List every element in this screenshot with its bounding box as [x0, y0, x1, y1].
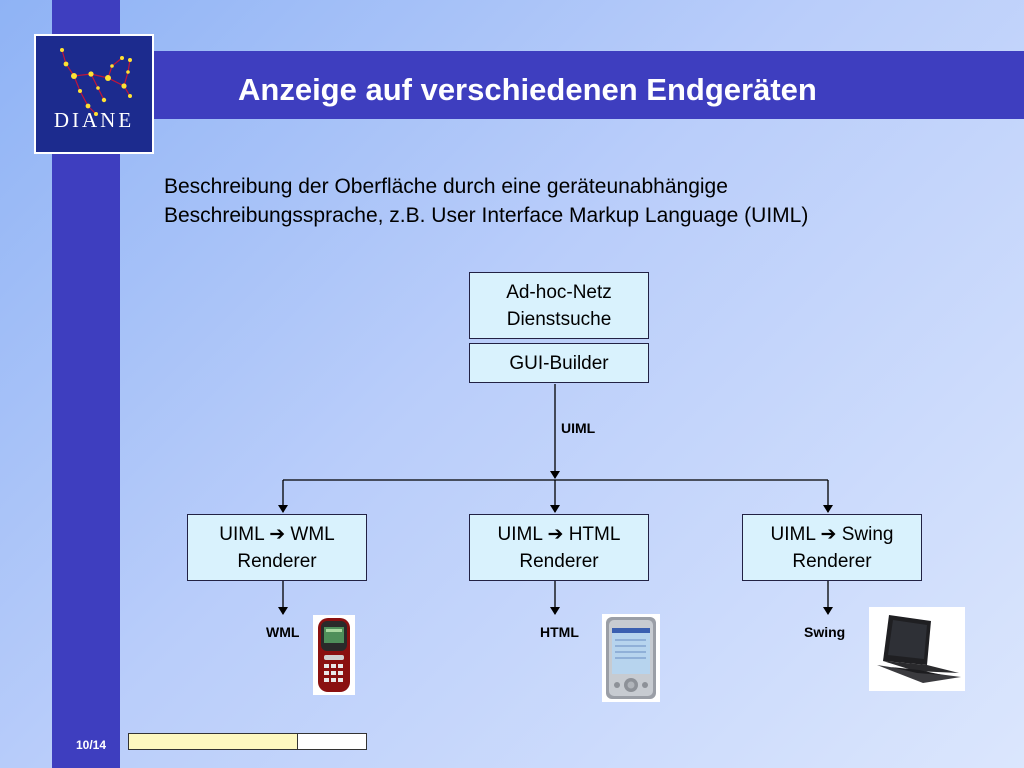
swing-renderer-line-1: UIML ➔ Swing — [770, 523, 894, 545]
wml-renderer-line-2: Renderer — [237, 550, 317, 572]
swing-renderer-line-2: Renderer — [792, 550, 872, 572]
diane-logo: DIANE — [34, 34, 154, 154]
wml-renderer-line-1: UIML ➔ WML — [219, 523, 335, 545]
swing-renderer-box: UIML ➔ Swing Renderer — [742, 514, 922, 581]
progress-fill — [129, 734, 299, 749]
html-renderer-box: UIML ➔ HTML Renderer — [469, 514, 649, 581]
uiml-label: UIML — [561, 420, 596, 436]
laptop-icon — [869, 607, 965, 691]
ad-hoc-netz-line-2: Dienstsuche — [506, 308, 612, 330]
constellation-icon — [60, 48, 132, 116]
description-text: Beschreibung der Oberfläche durch eine g… — [164, 172, 964, 230]
title-bar — [52, 51, 1024, 119]
ad-hoc-netz-box: Ad-hoc-Netz Dienstsuche — [469, 272, 649, 339]
progress-bar — [128, 733, 367, 750]
description-line-2: Beschreibungssprache, z.B. User Interfac… — [164, 204, 809, 227]
gui-builder-label: GUI-Builder — [509, 352, 609, 374]
mobile-phone-icon — [313, 615, 355, 695]
wml-renderer-box: UIML ➔ WML Renderer — [187, 514, 367, 581]
html-renderer-line-2: Renderer — [519, 550, 599, 572]
gui-builder-box: GUI-Builder — [469, 343, 649, 383]
page-number: 10/14 — [75, 738, 107, 752]
html-renderer-line-1: UIML ➔ HTML — [497, 523, 621, 545]
pda-icon — [602, 614, 660, 702]
slide-title: Anzeige auf verschiedenen Endgeräten — [238, 72, 817, 107]
description-line-1: Beschreibung der Oberfläche durch eine g… — [164, 175, 728, 198]
wml-output-label: WML — [266, 624, 300, 640]
swing-output-label: Swing — [804, 624, 846, 640]
html-output-label: HTML — [540, 624, 579, 640]
logo-text: DIANE — [53, 108, 135, 132]
ad-hoc-netz-line-1: Ad-hoc-Netz — [506, 281, 612, 303]
